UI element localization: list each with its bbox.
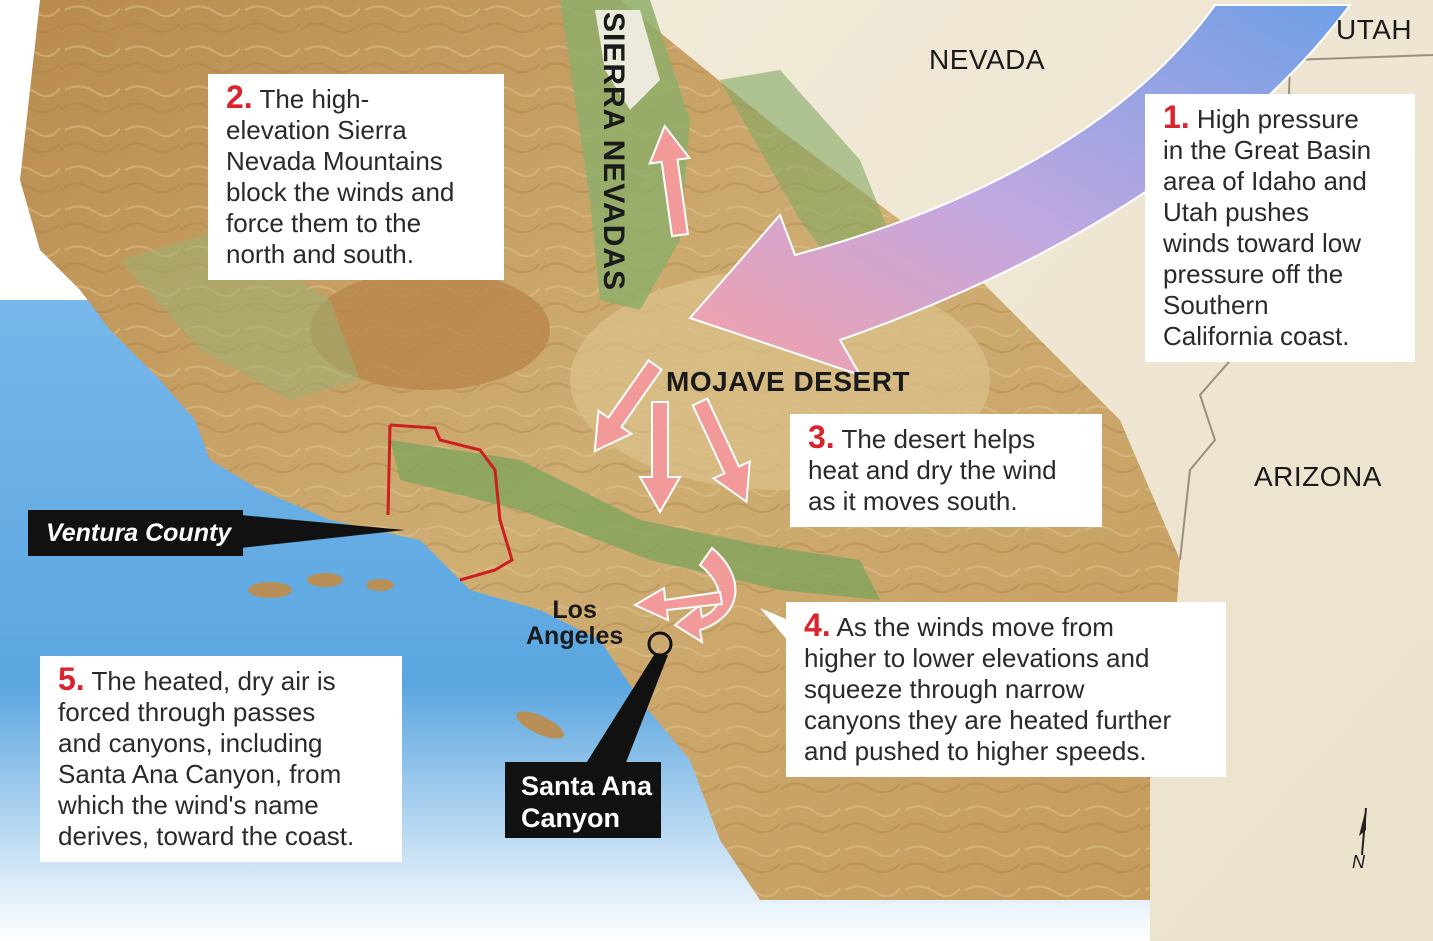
wind-arrow-southeast bbox=[691, 397, 751, 504]
callout-text: The heated, dry air is forced through pa… bbox=[58, 666, 355, 851]
region-label-sierra-nevadas: SIERRA NEVADAS bbox=[597, 12, 630, 292]
ventura-county-border bbox=[389, 423, 514, 582]
callout-4: 4. As the winds move from higher to lowe… bbox=[786, 602, 1226, 777]
callout-number: 2. bbox=[226, 79, 253, 115]
state-label-nevada: NEVADA bbox=[929, 44, 1046, 75]
callout-5: 5. The heated, dry air is forced through… bbox=[40, 656, 402, 862]
callout-2: 2. The high- elevation Sierra Nevada Mou… bbox=[208, 74, 504, 280]
channel-island-3 bbox=[366, 579, 394, 591]
wind-arrow-north bbox=[648, 124, 692, 238]
callout-number: 4. bbox=[804, 607, 831, 643]
callout-text: The desert helps heat and dry the wind a… bbox=[808, 424, 1057, 516]
ventura-county-west-border bbox=[386, 424, 392, 516]
nevada-utah-border bbox=[1289, 54, 1433, 61]
wind-arrow-south bbox=[638, 401, 682, 515]
north-arrow-icon bbox=[1359, 807, 1367, 856]
catalina-island bbox=[516, 711, 564, 739]
ventura-pointer bbox=[240, 515, 405, 548]
state-label-utah: UTAH bbox=[1336, 14, 1413, 45]
north-arrow-letter: N bbox=[1352, 852, 1365, 872]
state-label-arizona: ARIZONA bbox=[1254, 461, 1382, 492]
santa-ana-canyon-label: Santa Ana Canyon bbox=[505, 762, 661, 838]
callout-number: 1. bbox=[1163, 99, 1190, 135]
callout-number: 3. bbox=[808, 419, 835, 455]
santa-ana-canyon-line1: Santa Ana bbox=[521, 771, 653, 801]
callout-number: 5. bbox=[58, 661, 85, 697]
callout-text: As the winds move from higher to lower e… bbox=[804, 612, 1172, 766]
region-label-mojave-desert: MOJAVE DESERT bbox=[666, 366, 911, 397]
coastal-ranges bbox=[120, 230, 360, 400]
wind-arrow-west-la bbox=[632, 586, 724, 622]
callout-3: 3. The desert helps heat and dry the win… bbox=[790, 414, 1102, 527]
channel-island-1 bbox=[248, 582, 292, 598]
sierra-snow bbox=[595, 10, 660, 110]
callout-1: 1. High pressure in the Great Basin area… bbox=[1145, 94, 1415, 362]
santa-ana-pointer bbox=[585, 655, 668, 765]
central-valley bbox=[310, 270, 550, 390]
santa-ana-canyon-line2: Canyon bbox=[521, 803, 621, 833]
wind-arrow-southwest bbox=[593, 359, 663, 453]
ventura-county-label: Ventura County bbox=[28, 510, 243, 556]
wind-arrow-curved-la bbox=[673, 546, 737, 645]
callout-text: The high- elevation Sierra Nevada Mounta… bbox=[226, 84, 455, 269]
transverse-ranges bbox=[390, 440, 880, 600]
city-label-los-angeles: Los Angeles bbox=[526, 596, 624, 650]
channel-island-2 bbox=[307, 573, 343, 587]
callout-text: High pressure in the Great Basin area of… bbox=[1163, 104, 1372, 351]
